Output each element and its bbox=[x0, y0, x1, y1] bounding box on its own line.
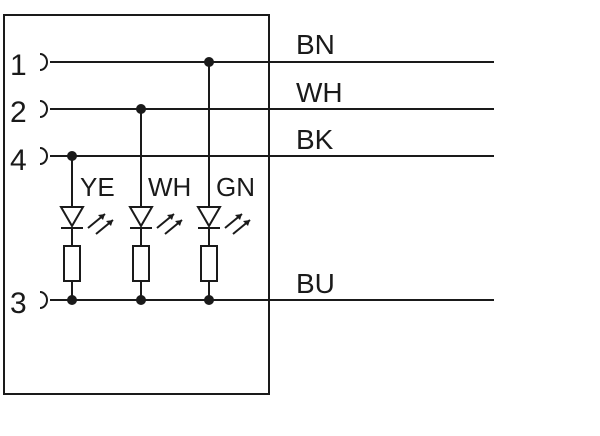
resistor-ye bbox=[63, 245, 81, 282]
arrowhead-ye-0 bbox=[98, 214, 105, 220]
pin-label-1: 1 bbox=[10, 49, 27, 82]
pin-socket-1 bbox=[39, 53, 48, 71]
led-branches bbox=[59, 57, 251, 305]
pin-socket-4 bbox=[39, 147, 48, 165]
led-diode-ye bbox=[59, 206, 85, 228]
pin-label-3: 3 bbox=[10, 287, 27, 320]
junction-bottom-ye bbox=[67, 295, 77, 305]
junction-bottom-wh bbox=[136, 295, 146, 305]
junction-bottom-gn bbox=[204, 295, 214, 305]
junction-top-wh bbox=[136, 104, 146, 114]
junction-top-gn bbox=[204, 57, 214, 67]
led-label-gn: GN bbox=[216, 172, 255, 202]
arrowhead-gn-1 bbox=[243, 220, 250, 226]
arrowhead-ye-1 bbox=[106, 220, 113, 226]
arrowhead-gn-0 bbox=[235, 214, 242, 220]
led-label-ye: YE bbox=[80, 172, 115, 202]
resistor-wh bbox=[132, 245, 150, 282]
led-diode-gn bbox=[196, 206, 222, 228]
wire-label-bn: BN bbox=[296, 29, 335, 60]
pin-label-2: 2 bbox=[10, 96, 27, 129]
junction-top-ye bbox=[67, 151, 77, 161]
connector-housing bbox=[3, 14, 270, 395]
led-diode-wh bbox=[128, 206, 154, 228]
arrowhead-wh-1 bbox=[175, 220, 182, 226]
pin-label-4: 4 bbox=[10, 144, 27, 177]
led-label-wh: WH bbox=[148, 172, 191, 202]
pin-socket-3 bbox=[39, 291, 48, 309]
wire-label-bk: BK bbox=[296, 124, 334, 155]
pin-socket-2 bbox=[39, 100, 48, 118]
resistor-gn bbox=[200, 245, 218, 282]
arrowhead-wh-0 bbox=[167, 214, 174, 220]
wire-label-bu: BU bbox=[296, 268, 335, 299]
wire-label-wh: WH bbox=[296, 77, 343, 108]
